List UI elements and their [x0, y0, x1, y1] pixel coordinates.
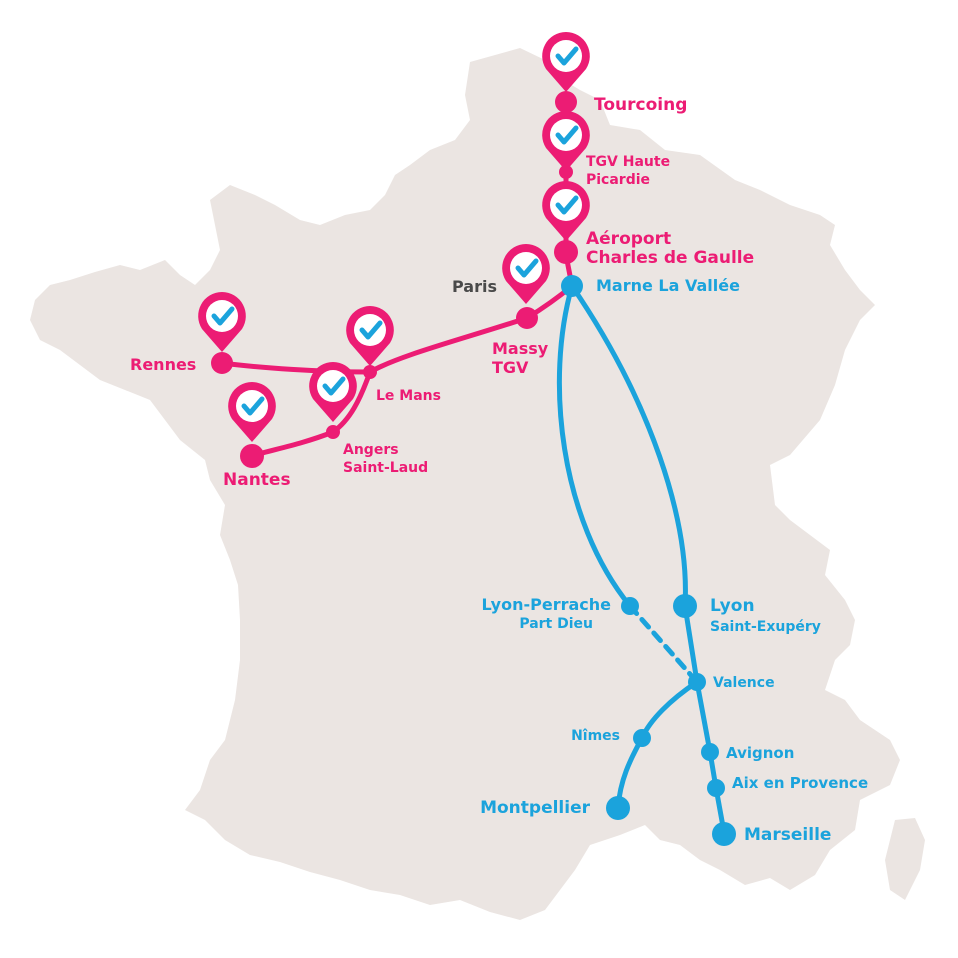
label-avignon: Avignon [726, 744, 794, 762]
route-lemans-rennes [219, 360, 373, 375]
blue-stations [561, 275, 736, 846]
label-lyon-se-2: Saint-Exupéry [710, 619, 821, 635]
station-lyon-perrache [621, 597, 639, 615]
route-perrache-valence-dashed [627, 603, 700, 685]
label-lyon-perrache: Lyon-Perrache [482, 595, 612, 614]
station-marne [561, 275, 583, 297]
map-pin-check-icon [502, 244, 550, 304]
checked-pins [198, 32, 590, 442]
label-nantes: Nantes [223, 470, 291, 490]
route-massy-lemans [367, 315, 530, 375]
label-tourcoing: Tourcoing [594, 95, 687, 115]
station-cdg [554, 240, 578, 264]
label-aix: Aix en Provence [732, 774, 868, 792]
station-tourcoing [555, 91, 577, 113]
map-pin-check-icon [228, 382, 276, 442]
map-pin-check-icon [309, 362, 357, 422]
blue-labels: Marne La Vallée Lyon-Perrache Part Dieu … [480, 276, 868, 845]
label-angers-2: Saint-Laud [343, 460, 428, 476]
label-valence: Valence [713, 675, 775, 691]
station-avignon [701, 743, 719, 761]
label-haute-picardie-1: TGV Haute [586, 154, 670, 170]
label-haute-picardie-2: Picardie [586, 172, 650, 188]
map-pin-check-icon [542, 32, 590, 92]
label-marseille: Marseille [744, 825, 831, 845]
label-le-mans: Le Mans [376, 388, 441, 404]
label-massy-2: TGV [492, 358, 529, 377]
route-marne-lyon-se [569, 283, 688, 609]
station-nantes [240, 444, 264, 468]
label-part-dieu: Part Dieu [519, 616, 593, 632]
map-pin-check-icon [542, 181, 590, 241]
station-angers [326, 425, 340, 439]
map-pin-check-icon [198, 292, 246, 352]
station-massy [516, 307, 538, 329]
label-massy-1: Massy [492, 339, 549, 358]
route-marne-lyon-perrache [556, 283, 633, 609]
pink-labels: Tourcoing TGV Haute Picardie Aéroport Ch… [130, 95, 754, 490]
label-rennes: Rennes [130, 355, 196, 374]
station-haute-picardie [559, 165, 573, 179]
route-lyon-se-valence [682, 603, 700, 685]
label-marne: Marne La Vallée [596, 276, 740, 295]
label-montpellier: Montpellier [480, 798, 591, 818]
route-valence-marseille [694, 679, 727, 835]
station-marseille [712, 822, 736, 846]
label-angers-1: Angers [343, 442, 399, 458]
station-le-mans [363, 365, 377, 379]
label-cdg-1: Aéroport [586, 229, 671, 249]
france-land [30, 48, 900, 920]
corsica-land [885, 818, 925, 900]
station-lyon-se [673, 594, 697, 618]
map-pin-check-icon [542, 111, 590, 171]
label-cdg-2: Charles de Gaulle [586, 248, 754, 268]
label-lyon-se-1: Lyon [710, 596, 755, 616]
label-paris: Paris [452, 277, 497, 296]
map-pin-check-icon [346, 306, 394, 366]
station-aix [707, 779, 725, 797]
label-nimes: Nîmes [571, 728, 620, 744]
station-valence [688, 673, 706, 691]
station-rennes [211, 352, 233, 374]
station-nimes [633, 729, 651, 747]
pink-stations [211, 91, 578, 468]
station-montpellier [606, 796, 630, 820]
